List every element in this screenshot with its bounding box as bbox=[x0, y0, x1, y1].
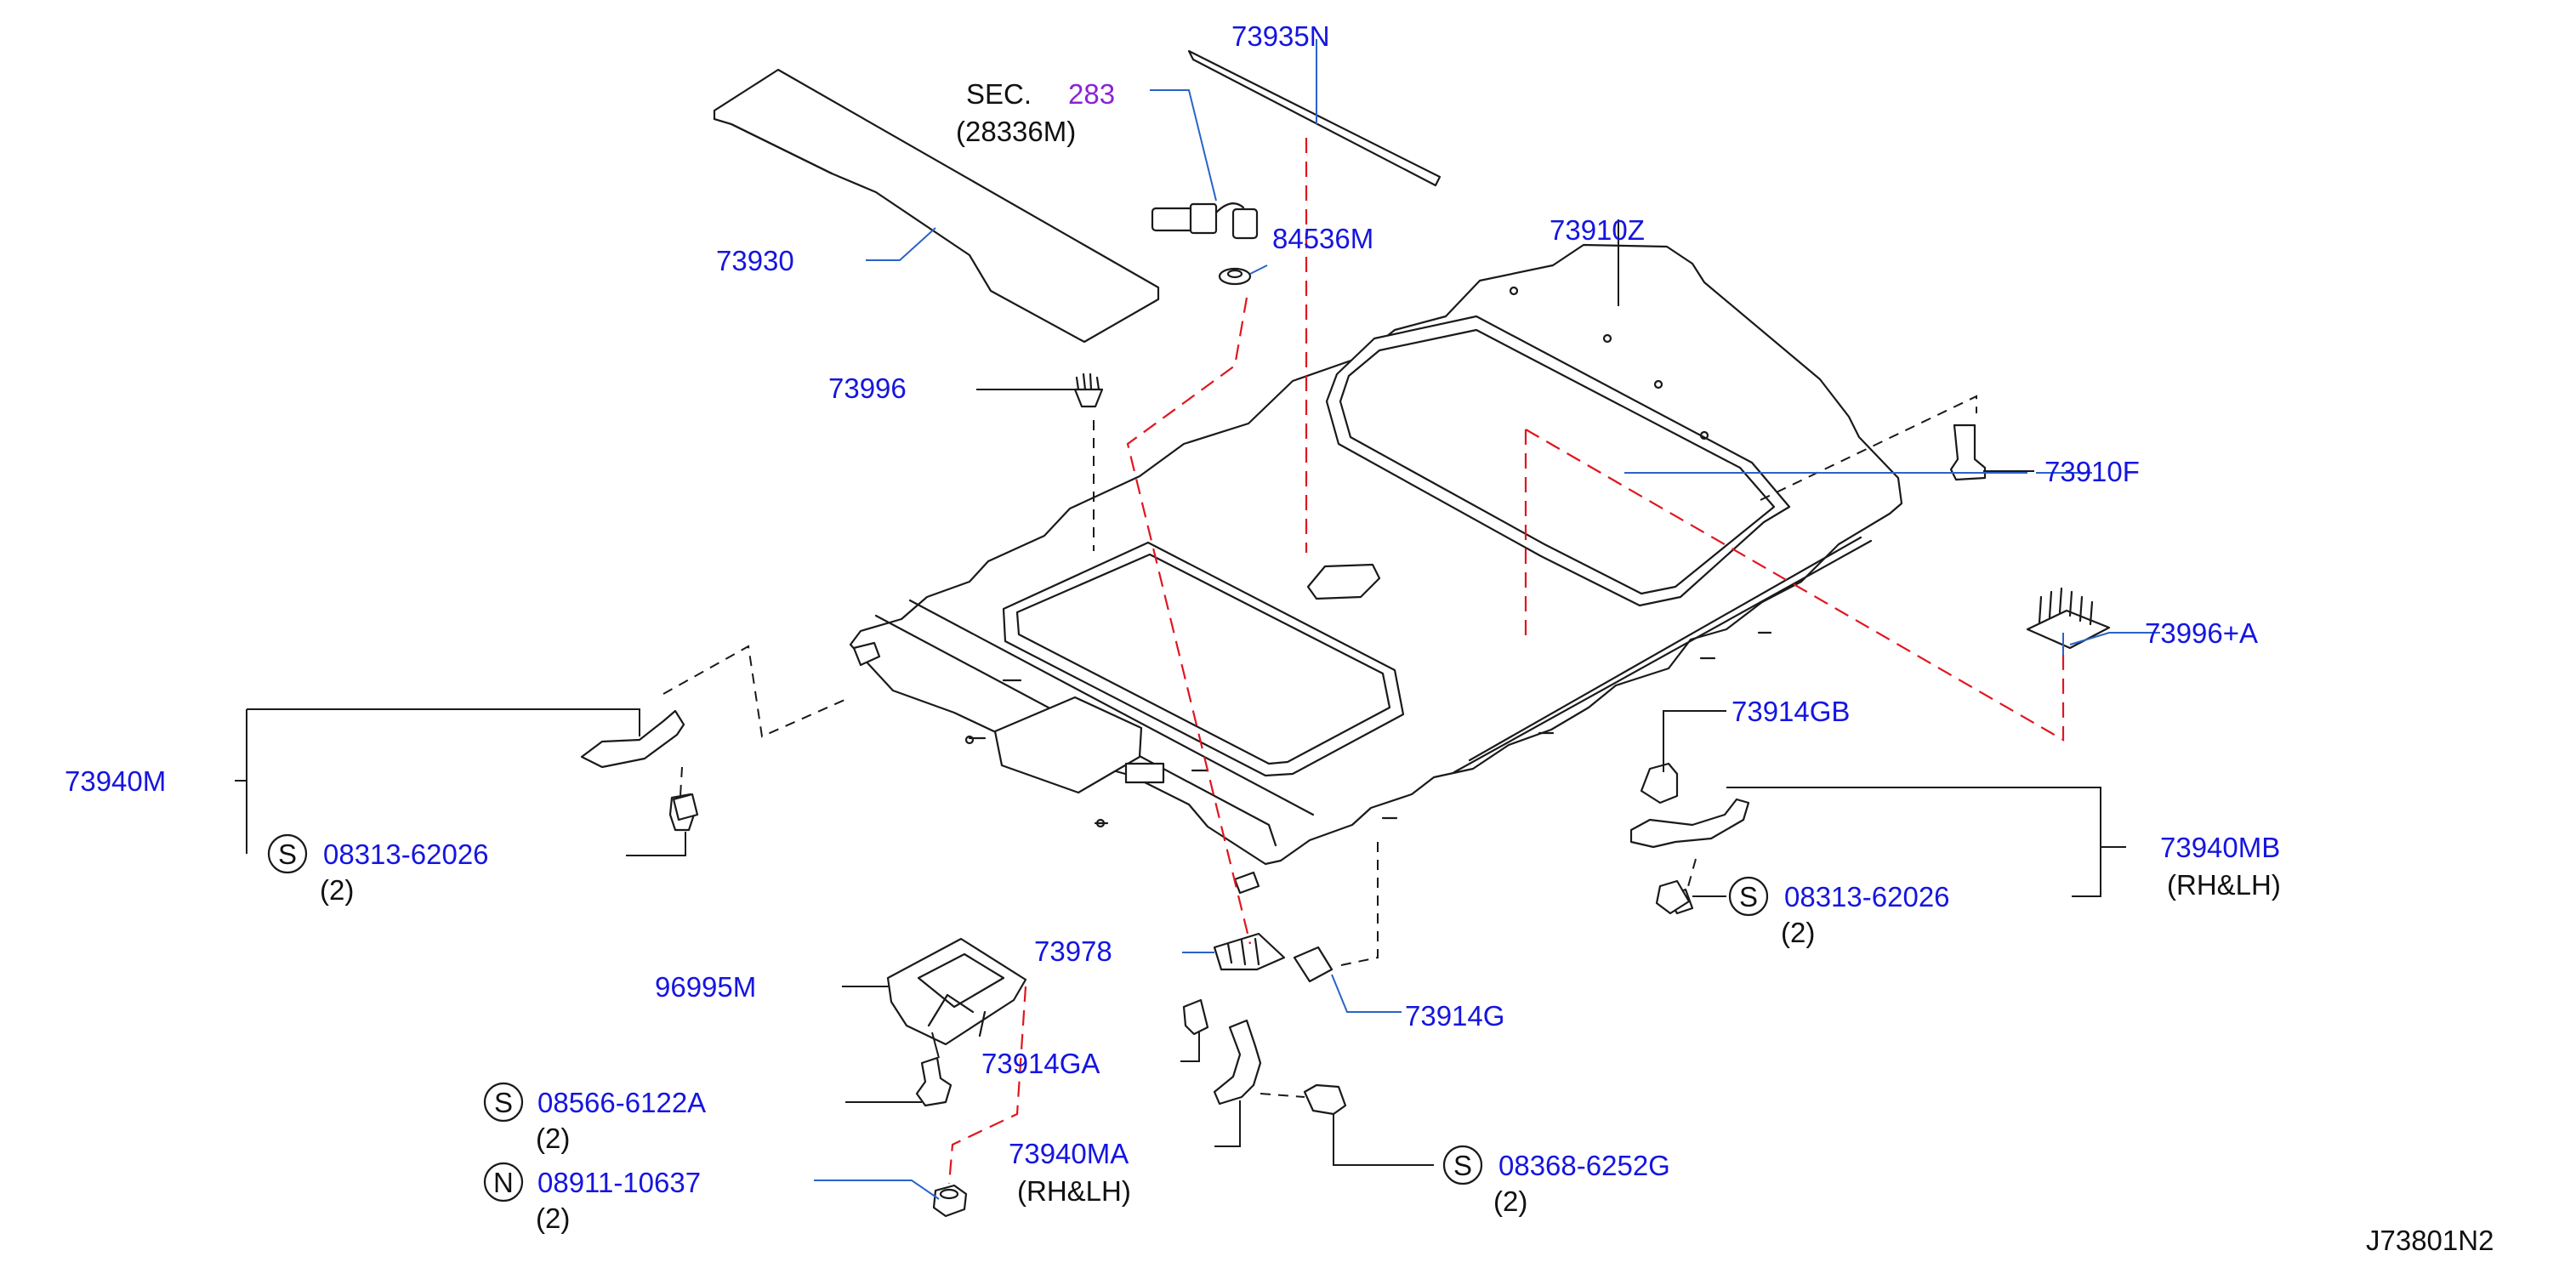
fastener-symbol-circle bbox=[267, 833, 308, 874]
fastener-qty: (2) bbox=[320, 874, 354, 906]
label-73940MB[interactable]: 73940MB bbox=[2160, 832, 2280, 863]
label-73996[interactable]: 73996 bbox=[828, 372, 907, 404]
label-73930[interactable]: 73930 bbox=[716, 245, 794, 276]
leader-lines bbox=[235, 39, 2160, 1200]
nut-08911 bbox=[932, 1184, 968, 1218]
fastener-symbol-circle bbox=[1728, 876, 1769, 917]
holder-73914G bbox=[1293, 946, 1333, 983]
label-73940MA-note: (RH&LH) bbox=[1017, 1175, 1131, 1207]
label-73940M[interactable]: 73940M bbox=[65, 765, 166, 797]
screw-08368 bbox=[1303, 1083, 1347, 1116]
label-73978[interactable]: 73978 bbox=[1034, 935, 1112, 967]
label-84536M[interactable]: 84536M bbox=[1272, 223, 1373, 254]
fastener-symbol: N bbox=[493, 1167, 514, 1198]
label-73910Z[interactable]: 73910Z bbox=[1550, 214, 1645, 246]
fastener-callout-4[interactable]: N 08911-10637 (2) bbox=[483, 1162, 701, 1234]
grommet-84536M bbox=[1218, 267, 1252, 286]
fastener-callout-5[interactable]: S 08368-6252G (2) bbox=[1442, 1145, 1670, 1217]
grip-73940MA bbox=[1213, 1019, 1262, 1106]
fastener-part[interactable]: 08911-10637 bbox=[537, 1167, 701, 1198]
screw-08566 bbox=[915, 1056, 952, 1107]
headlining-73910Z bbox=[849, 243, 1903, 895]
label-73914GA[interactable]: 73914GA bbox=[981, 1048, 1100, 1079]
fastener-symbol: S bbox=[1739, 881, 1758, 912]
holder-73914GB bbox=[1640, 762, 1679, 804]
bracket-96995M bbox=[886, 937, 1027, 1046]
fastener-symbol-circle bbox=[483, 1082, 524, 1123]
fastener-part[interactable]: 08313-62026 bbox=[1784, 881, 1950, 912]
fastener-qty: (2) bbox=[1781, 917, 1815, 948]
fastener-part[interactable]: 08313-62026 bbox=[323, 838, 489, 870]
fastener-qty: (2) bbox=[536, 1123, 570, 1154]
fastener-symbol: S bbox=[494, 1087, 513, 1118]
diagram-code: J73801N2 bbox=[2366, 1225, 2494, 1256]
callout-labels: SEC. 283 (28336M) 73935N 73930 84536M 73… bbox=[65, 20, 2494, 1256]
fastener-qty: (2) bbox=[536, 1202, 570, 1234]
fastener-callout-3[interactable]: S 08566-6122A (2) bbox=[483, 1082, 706, 1154]
holder-73914GA bbox=[1182, 998, 1209, 1036]
label-73940MA[interactable]: 73940MA bbox=[1009, 1138, 1129, 1169]
label-73935N[interactable]: 73935N bbox=[1231, 20, 1330, 52]
label-73914G[interactable]: 73914G bbox=[1405, 1000, 1504, 1032]
label-sec: SEC. bbox=[966, 78, 1032, 110]
insulator-pad-73930 bbox=[713, 68, 1160, 344]
fastener-symbol: S bbox=[1453, 1150, 1472, 1181]
label-sec-283[interactable]: 283 bbox=[1068, 78, 1115, 110]
harness-connector-283 bbox=[1151, 202, 1259, 240]
fastener-symbol: S bbox=[278, 838, 297, 870]
label-73996A[interactable]: 73996+A bbox=[2145, 617, 2258, 649]
fastener-callout-2[interactable]: S 08313-62026 (2) bbox=[1728, 876, 1950, 948]
fastener-73996 bbox=[1073, 372, 1104, 408]
fastener-qty: (2) bbox=[1493, 1185, 1527, 1217]
clip-73910F bbox=[1949, 424, 1987, 481]
label-73910F[interactable]: 73910F bbox=[2044, 456, 2140, 487]
lamp-73978 bbox=[1213, 932, 1286, 971]
pad-73996A bbox=[2026, 587, 2111, 650]
label-73914GB[interactable]: 73914GB bbox=[1732, 696, 1850, 727]
label-73940MB-note: (RH&LH) bbox=[2167, 869, 2281, 901]
screw-08313-left bbox=[672, 793, 699, 821]
reference-lines bbox=[662, 138, 2065, 1185]
fastener-part[interactable]: 08368-6252G bbox=[1498, 1150, 1670, 1181]
fastener-symbol-circle bbox=[483, 1162, 524, 1202]
screw-08313-right bbox=[1655, 879, 1691, 915]
fastener-symbol-circle bbox=[1442, 1145, 1483, 1185]
trim-strip-73935N bbox=[1187, 49, 1442, 187]
label-sec-sub: (28336M) bbox=[956, 116, 1076, 147]
label-96995M[interactable]: 96995M bbox=[655, 971, 756, 1003]
fastener-part[interactable]: 08566-6122A bbox=[537, 1087, 706, 1118]
fastener-callout-1[interactable]: S 08313-62026 (2) bbox=[267, 833, 489, 906]
